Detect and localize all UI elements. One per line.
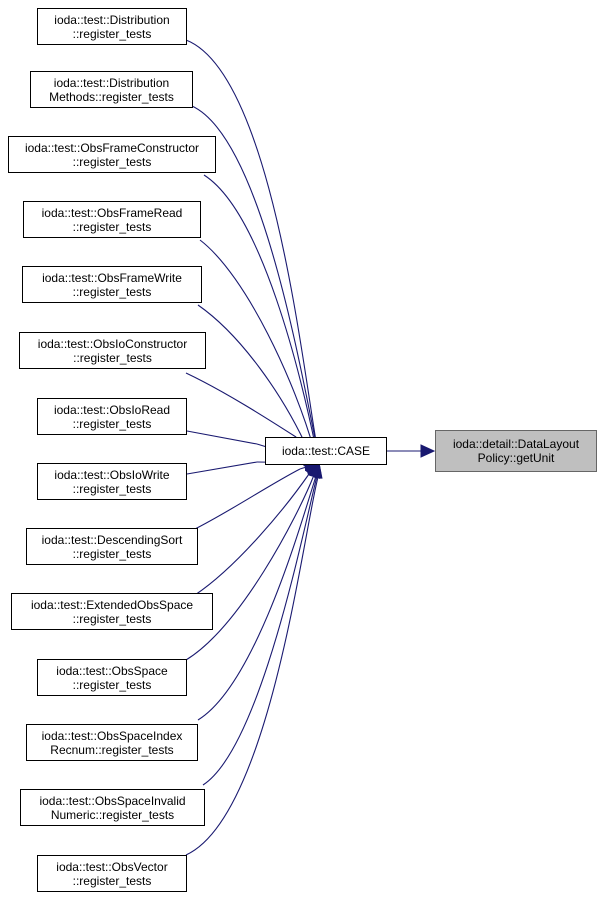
edge-n9-to-case [194,461,320,596]
node-label-line: ioda::test::DescendingSort [41,532,183,547]
node-label-line: ::register_tests [72,677,152,692]
edge-n12-to-case [202,461,323,786]
node-label-line: ioda::test::ObsSpace [56,663,168,678]
graph-node-n2[interactable]: ioda::test::ObsFrameConstructor::registe… [8,136,216,173]
graph-node-n0[interactable]: ioda::test::Distribution::register_tests [37,8,187,45]
graph-node-n7[interactable]: ioda::test::ObsIoWrite::register_tests [37,463,187,500]
node-label-line: ::register_tests [72,219,152,234]
graph-node-n4[interactable]: ioda::test::ObsFrameWrite::register_test… [22,266,202,303]
node-label-line: ioda::test::ObsSpaceInvalid [39,793,186,808]
node-label-line: ::register_tests [72,416,152,431]
node-label-line: ::register_tests [72,154,152,169]
node-label-line: ::register_tests [72,284,152,299]
node-label-line: ioda::test::ObsFrameRead [41,205,183,220]
edge-n8-to-case [192,462,321,531]
node-label-line: ::register_tests [72,546,152,561]
edge-n3-to-case [199,239,322,465]
edge-n0-to-case [185,39,324,465]
graph-node-case[interactable]: ioda::test::CASE [265,437,387,465]
node-label-line: ioda::test::ObsFrameWrite [42,270,182,285]
graph-node-n3[interactable]: ioda::test::ObsFrameRead::register_tests [23,201,201,238]
edge-case-to-getunit [387,444,436,458]
node-label-line: Methods::register_tests [49,89,174,104]
node-label-line: Policy::getUnit [477,451,555,465]
node-label-line: ioda::test::ObsFrameConstructor [24,140,200,155]
graph-node-n8[interactable]: ioda::test::DescendingSort::register_tes… [26,528,198,565]
node-label-line: ::register_tests [72,611,152,626]
node-label-line: ioda::test::ObsIoRead [53,402,171,417]
graph-node-n6[interactable]: ioda::test::ObsIoRead::register_tests [37,398,187,435]
edge-n10-to-case [185,461,320,661]
graph-node-n13[interactable]: ioda::test::ObsVector::register_tests [37,855,187,892]
node-label-line: ioda::test::Distribution [54,12,170,27]
node-label-line: ::register_tests [73,350,152,365]
node-label-line: ioda::test::ObsIoWrite [54,467,170,482]
node-label-line: Recnum::register_tests [50,742,174,757]
node-label-line: ioda::test::ObsVector [56,859,168,874]
node-label-line: ioda::test::ObsSpaceIndex [41,728,183,743]
node-label-line: ioda::test::Distribution [53,75,170,90]
graph-node-n5[interactable]: ioda::test::ObsIoConstructor::register_t… [19,332,206,369]
graph-node-n10[interactable]: ioda::test::ObsSpace::register_tests [37,659,187,696]
edge-n13-to-case [185,461,323,856]
node-label-line: Numeric::register_tests [50,807,175,822]
node-label-line: ::register_tests [72,873,152,888]
node-label-line: ::register_tests [72,481,152,496]
node-label-line: ioda::test::ObsIoConstructor [37,336,188,351]
node-label-line: ioda::test::CASE [281,444,371,458]
node-label-line: ioda::test::ExtendedObsSpace [30,597,194,612]
graph-node-n9[interactable]: ioda::test::ExtendedObsSpace::register_t… [11,593,213,630]
node-label-line: ioda::detail::DataLayout [452,437,580,451]
node-label-line: ::register_tests [72,26,152,41]
